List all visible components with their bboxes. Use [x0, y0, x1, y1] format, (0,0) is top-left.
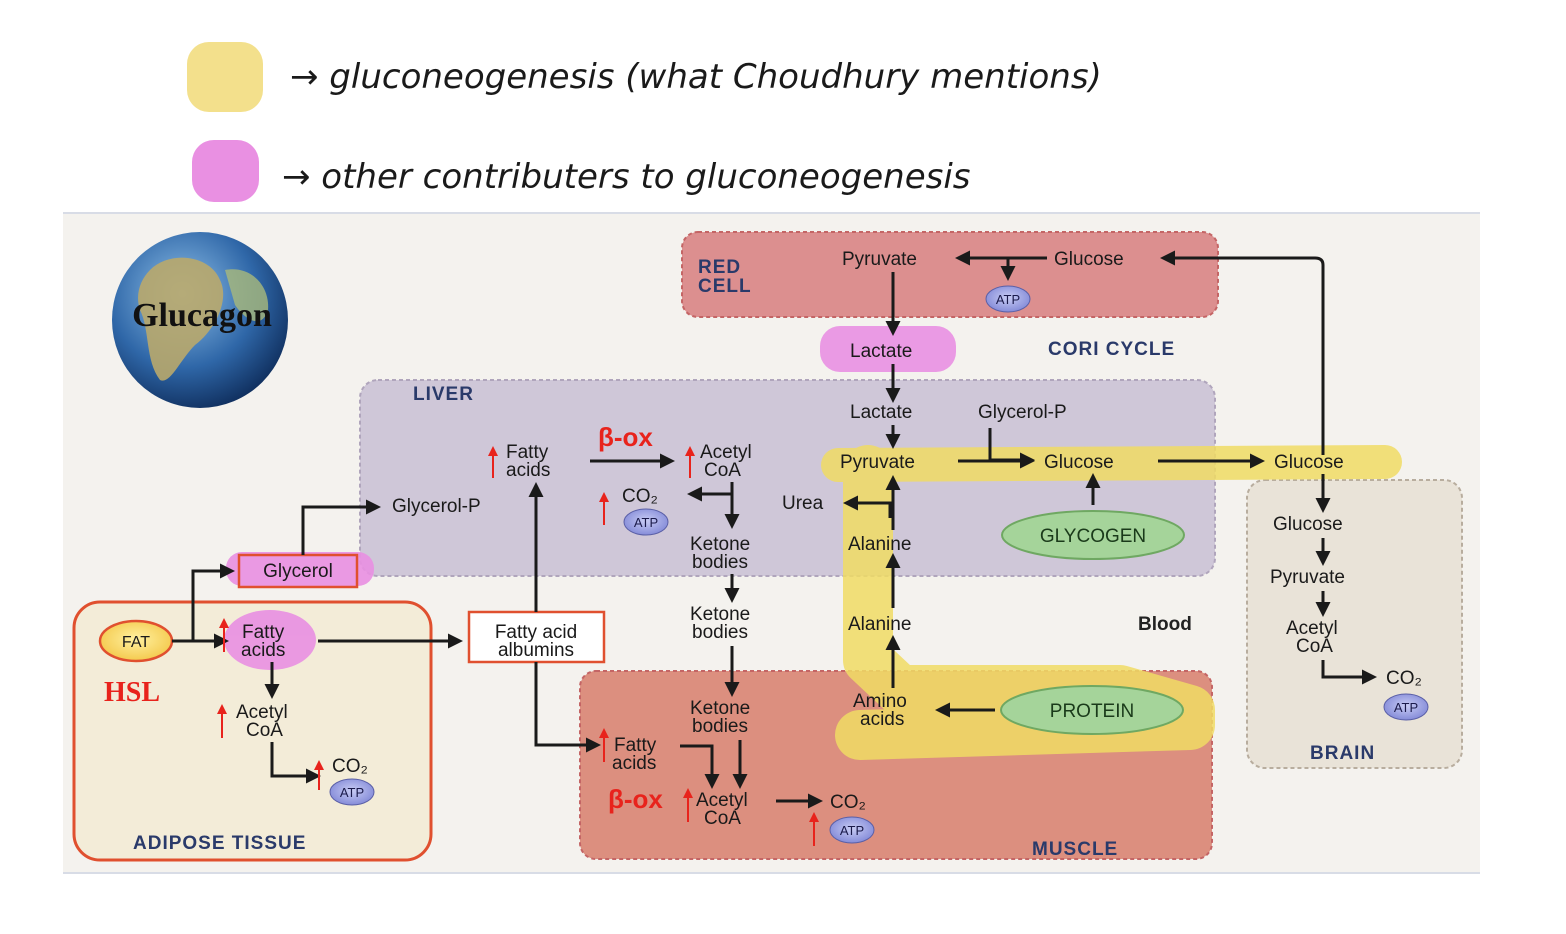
ad-coa: CoA	[246, 720, 283, 741]
ad-co2: CO₂	[332, 756, 368, 777]
adipose-title: ADIPOSE TISSUE	[133, 833, 306, 854]
mu-amino: Amino	[853, 691, 907, 712]
br-coa: CoA	[1296, 636, 1333, 657]
ad-acetyl: Acetyl	[236, 702, 288, 723]
ad-acids: acids	[241, 640, 285, 661]
atp-badge	[829, 816, 875, 844]
lv-pyruvate: Pyruvate	[840, 452, 915, 473]
red-cell-title-1: RED	[698, 257, 741, 278]
ad-fatty: Fatty	[242, 622, 285, 643]
lv-alanine: Alanine	[848, 534, 911, 555]
bl-ketone: Ketone	[690, 604, 750, 625]
urea-label: Urea	[782, 493, 824, 514]
glycogen-label: GLYCOGEN	[1040, 526, 1146, 547]
brain-title: BRAIN	[1310, 743, 1375, 764]
globe-label: Glucagon	[132, 297, 272, 334]
atp-badge	[329, 778, 375, 806]
bl-alanine: Alanine	[848, 614, 911, 635]
mu-beta-ox: β-ox	[608, 784, 663, 814]
legend-yellow-text: → gluconeogenesis (what Choudhury mentio…	[290, 57, 1102, 97]
blood-glucose: Glucose	[1274, 452, 1344, 473]
lv-glycerol-p-top: Glycerol-P	[978, 402, 1067, 423]
br-pyruvate: Pyruvate	[1270, 567, 1345, 588]
mu-coa: CoA	[704, 808, 741, 829]
atp-label: ATP	[840, 823, 864, 838]
cori-cycle-title: CORI CYCLE	[1048, 339, 1175, 360]
legend-pink-text: → other contributers to gluconeogenesis	[282, 157, 970, 197]
red-cell-title-2: CELL	[698, 276, 752, 297]
glycerol-box	[237, 553, 359, 589]
fatty-acid-label: Fatty acid	[495, 622, 577, 643]
br-glucose: Glucose	[1273, 514, 1343, 535]
liver-title: LIVER	[413, 384, 474, 405]
rc-glucose: Glucose	[1054, 249, 1124, 270]
lv-lactate: Lactate	[850, 402, 912, 423]
br-co2: CO₂	[1386, 668, 1422, 689]
fat-label: FAT	[122, 634, 150, 651]
legend-yellow-swatch	[187, 42, 263, 112]
mu-acids: acids	[612, 753, 656, 774]
pink-highlight	[224, 326, 956, 670]
hsl-label: HSL	[104, 677, 160, 708]
lv-acids: acids	[506, 460, 550, 481]
mu-ketone: Ketone	[690, 698, 750, 719]
protein-label: PROTEIN	[1050, 701, 1134, 722]
br-acetyl: Acetyl	[1286, 618, 1338, 639]
glycogen-ellipse	[1001, 510, 1185, 560]
glucagon-globe: Glucagon	[112, 232, 288, 408]
protein-ellipse	[1000, 685, 1184, 735]
atp-label: ATP	[996, 292, 1020, 307]
bl-bodies: bodies	[692, 622, 748, 643]
lv-ketone: Ketone	[690, 534, 750, 555]
lv-bodies: bodies	[692, 552, 748, 573]
mu-fatty: Fatty	[614, 735, 657, 756]
muscle-title: MUSCLE	[1032, 839, 1118, 860]
lv-coa: CoA	[704, 460, 741, 481]
lv-co2: CO₂	[622, 486, 658, 507]
lv-acetyl: Acetyl	[700, 442, 752, 463]
glycerol-label: Glycerol	[263, 561, 333, 582]
red-cell-region	[681, 231, 1219, 318]
mu-acetyl: Acetyl	[696, 790, 748, 811]
mu-co2: CO₂	[830, 792, 866, 813]
atp-label: ATP	[340, 785, 364, 800]
albumins-label: albumins	[498, 640, 574, 661]
lv-fatty: Fatty	[506, 442, 549, 463]
legend-pink-swatch	[192, 140, 259, 202]
atp-badge	[1383, 693, 1429, 721]
mu-acids-2: acids	[860, 709, 904, 730]
fatty-acid-albumins-box	[467, 610, 606, 664]
lv-glucose: Glucose	[1044, 452, 1114, 473]
atp-label: ATP	[634, 515, 658, 530]
atp-badge	[623, 508, 669, 536]
mu-bodies: bodies	[692, 716, 748, 737]
rc-pyruvate: Pyruvate	[842, 249, 917, 270]
blood-label: Blood	[1138, 614, 1192, 635]
lv-glycerol-p: Glycerol-P	[392, 496, 481, 517]
atp-badge	[985, 285, 1031, 313]
atp-label: ATP	[1394, 700, 1418, 715]
lv-beta-ox: β-ox	[598, 422, 653, 452]
lactate-blood: Lactate	[850, 341, 912, 362]
